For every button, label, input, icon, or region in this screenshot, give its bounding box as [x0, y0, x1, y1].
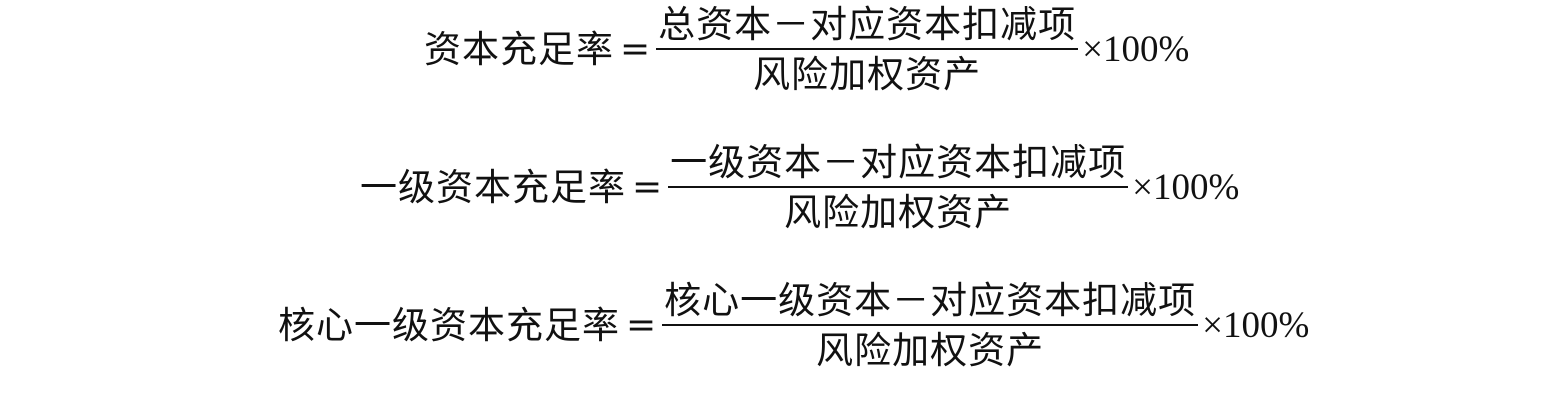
formula-lhs: 资本充足率	[424, 28, 614, 71]
fraction-numerator: 总资本－对应资本扣减项	[658, 3, 1077, 46]
fraction-bar	[668, 186, 1129, 188]
formula-core-tier1-capital-adequacy-ratio: 核心一级资本充足率 = 核心一级资本－对应资本扣减项 风险加权资产 ×100%	[278, 282, 1309, 369]
percent-multiplier: ×100%	[1202, 305, 1310, 346]
fraction-numerator: 一级资本－对应资本扣减项	[670, 141, 1127, 184]
percent-multiplier: ×100%	[1082, 29, 1190, 70]
fraction-denominator: 风险加权资产	[753, 53, 982, 96]
equals-sign: =	[632, 166, 663, 208]
fraction-bar	[656, 48, 1079, 50]
fraction: 一级资本－对应资本扣减项 风险加权资产	[668, 141, 1129, 234]
fraction: 核心一级资本－对应资本扣减项 风险加权资产	[662, 279, 1199, 372]
fraction: 总资本－对应资本扣减项 风险加权资产	[656, 3, 1079, 96]
fraction-denominator: 风险加权资产	[816, 329, 1045, 372]
formula-lhs: 核心一级资本充足率	[278, 304, 620, 347]
fraction-denominator: 风险加权资产	[784, 191, 1013, 234]
formula-capital-adequacy-ratio: 资本充足率 = 总资本－对应资本扣减项 风险加权资产 ×100%	[424, 6, 1189, 93]
formula-lhs: 一级资本充足率	[360, 166, 626, 209]
equals-sign: =	[620, 28, 651, 70]
fraction-bar	[662, 324, 1199, 326]
formula-tier1-capital-adequacy-ratio: 一级资本充足率 = 一级资本－对应资本扣减项 风险加权资产 ×100%	[360, 144, 1239, 231]
equals-sign: =	[626, 304, 657, 346]
percent-multiplier: ×100%	[1132, 167, 1240, 208]
fraction-numerator: 核心一级资本－对应资本扣减项	[664, 279, 1197, 322]
